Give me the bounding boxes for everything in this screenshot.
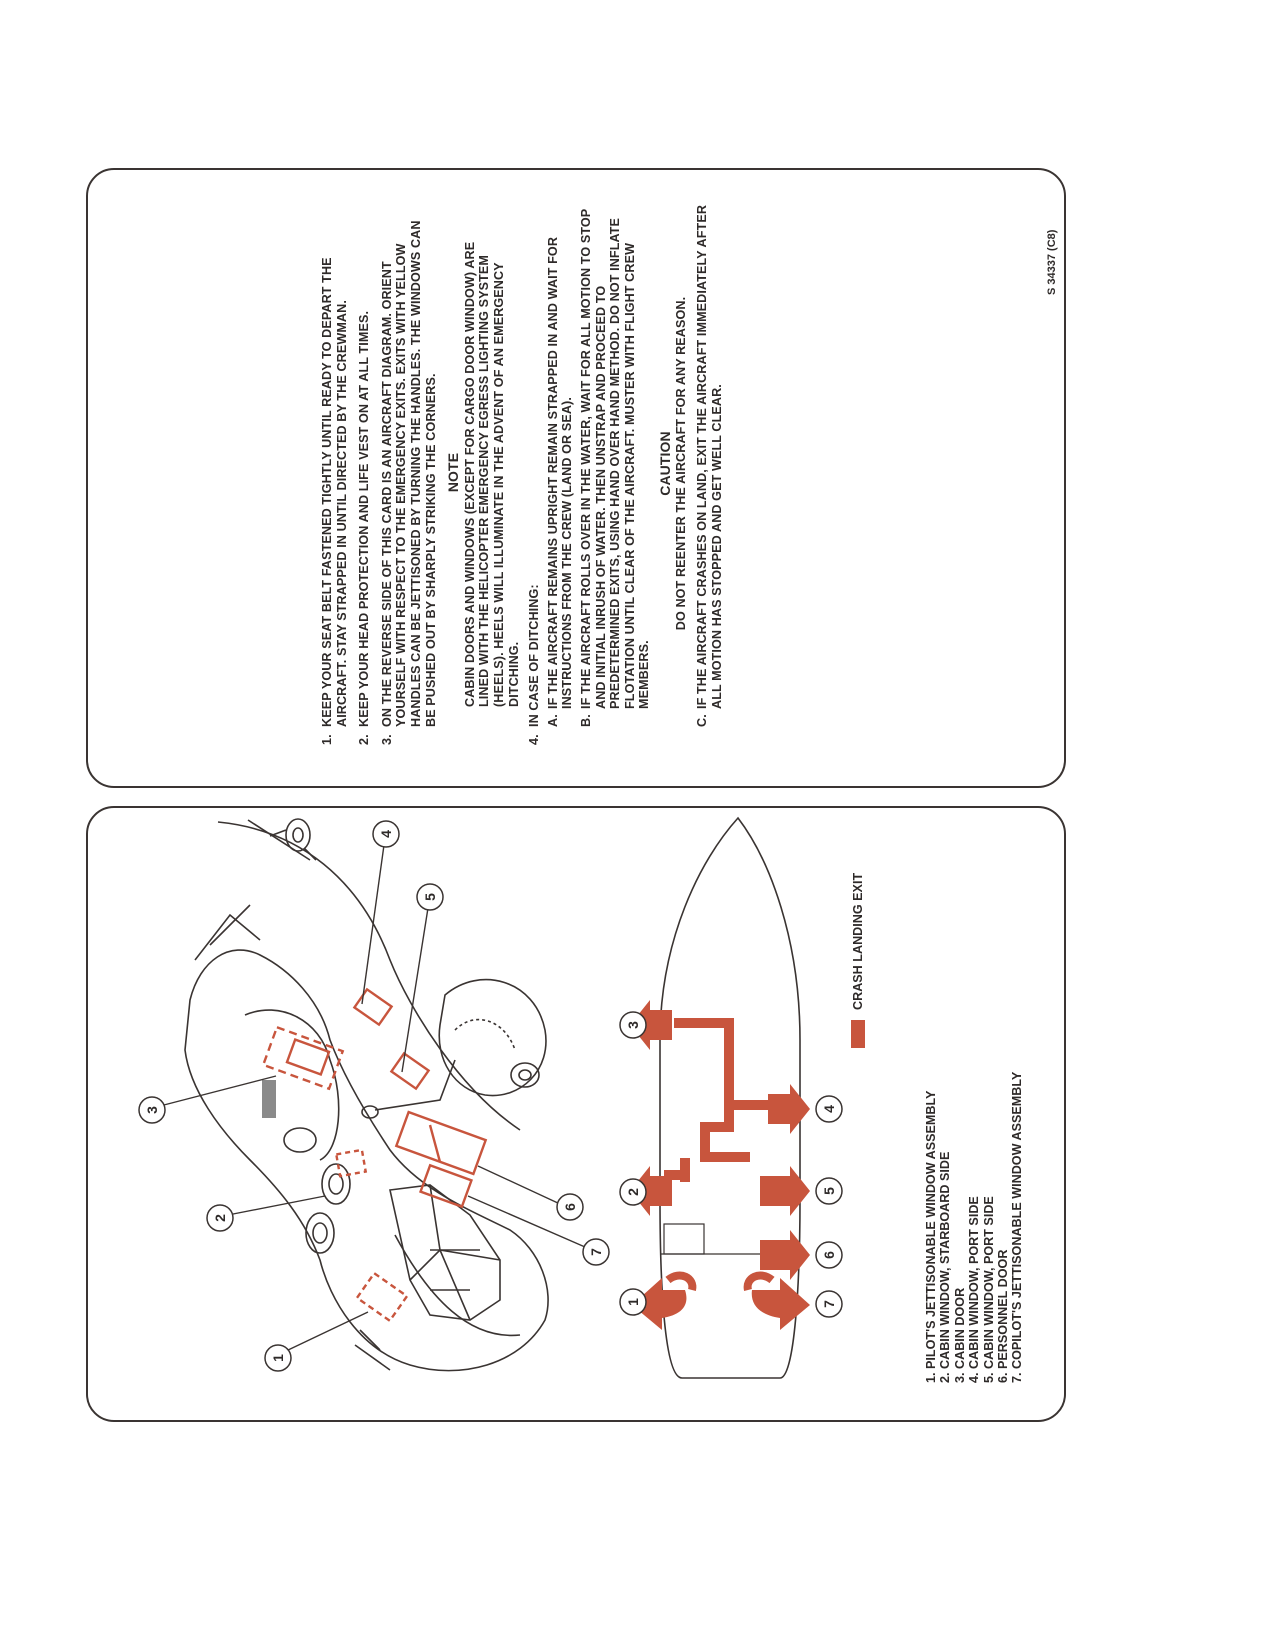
svg-text:6: 6 (821, 1251, 837, 1259)
legend-item-4: 4. CABIN WINDOW, PORT SIDE (967, 1196, 982, 1383)
callout-5: 5 (416, 883, 444, 911)
exit-arrow-3 (630, 1000, 672, 1050)
exit-5-window (389, 1051, 431, 1091)
svg-text:3: 3 (625, 1021, 641, 1029)
plan-callout-6: 6 (815, 1241, 843, 1269)
legend-item-5: 5. CABIN WINDOW, PORT SIDE (981, 1196, 996, 1383)
crash-exit-key: CRASH LANDING EXIT (838, 798, 878, 1048)
callout-3: 3 (138, 1096, 166, 1124)
callout-7: 7 (582, 1238, 610, 1266)
exit-7-window (419, 1163, 473, 1209)
exit-3-door (261, 1025, 345, 1091)
exit-2-window (334, 1148, 368, 1178)
crash-exit-swatch (851, 1020, 865, 1048)
plan-callout-2: 2 (619, 1178, 647, 1206)
svg-text:7: 7 (588, 1248, 604, 1256)
exit-arrows (630, 1000, 810, 1330)
legend-item-7: 7. COPILOT'S JETTISONABLE WINDOW ASSEMBL… (1010, 1071, 1025, 1383)
sketch-callouts: 1 2 3 4 5 6 7 (138, 820, 610, 1372)
callout-2: 2 (206, 1204, 234, 1232)
plan-view: 1 2 3 4 5 6 7 (619, 816, 843, 1379)
svg-text:2: 2 (625, 1188, 641, 1196)
rotor-line (247, 819, 311, 861)
leader-lines (159, 844, 586, 1352)
engine-intake (305, 1212, 335, 1254)
instruction-card (86, 168, 1066, 788)
exit-6-door (394, 1110, 488, 1176)
forward-rotor-hub (438, 978, 547, 1097)
legend-item-3: 3. CABIN DOOR (952, 1287, 967, 1383)
callout-1: 1 (264, 1344, 292, 1372)
svg-text:1: 1 (625, 1298, 641, 1306)
escape-path (664, 1018, 768, 1182)
panel-hatch (262, 1080, 276, 1118)
callout-6: 6 (556, 1193, 584, 1221)
cockpit-frame (389, 1184, 501, 1321)
exit-arrow-5 (760, 1166, 810, 1216)
exit-4-window (352, 987, 394, 1027)
exit-1-window (355, 1271, 409, 1323)
diagram-card (86, 806, 1066, 1422)
legend-item-1: 1. PILOT'S JETTISONABLE WINDOW ASSEMBLY (924, 1090, 938, 1383)
plan-callout-1: 1 (619, 1288, 647, 1316)
svg-text:1: 1 (270, 1354, 286, 1362)
plan-callout-5: 5 (815, 1177, 843, 1205)
exit-legend: 1. PILOT'S JETTISONABLE WINDOW ASSEMBLY … (924, 923, 1044, 1383)
svg-text:5: 5 (422, 893, 438, 901)
rotor-hub (285, 818, 311, 852)
plan-callout-3: 3 (619, 1011, 647, 1039)
exit-arrow-4 (768, 1084, 810, 1134)
plan-callout-4: 4 (815, 1095, 843, 1123)
svg-text:7: 7 (821, 1300, 837, 1308)
helicopter-sketch (184, 818, 549, 1372)
legend-item-2: 2. CABIN WINDOW, STARBOARD SIDE (938, 1151, 953, 1383)
sketch-exits (261, 987, 488, 1323)
crash-exit-label: CRASH LANDING EXIT (851, 872, 865, 1010)
exit-arrow-1 (632, 1278, 687, 1330)
callout-4: 4 (372, 820, 400, 848)
fuselage-plan-outline (659, 816, 801, 1379)
svg-text:2: 2 (212, 1214, 228, 1222)
svg-text:3: 3 (144, 1106, 160, 1114)
exit-arrow-6 (760, 1230, 810, 1280)
svg-text:6: 6 (562, 1203, 578, 1211)
plan-callout-7: 7 (815, 1290, 843, 1318)
fuselage-outline (184, 949, 549, 1372)
legend-item-6: 6. PERSONNEL DOOR (996, 1249, 1011, 1383)
plan-callouts: 1 2 3 4 5 6 7 (619, 1011, 843, 1318)
svg-text:4: 4 (378, 830, 394, 838)
engine-intake (321, 1163, 351, 1205)
svg-text:4: 4 (821, 1105, 837, 1113)
svg-text:5: 5 (821, 1187, 837, 1195)
exit-arrow-7 (751, 1278, 810, 1330)
